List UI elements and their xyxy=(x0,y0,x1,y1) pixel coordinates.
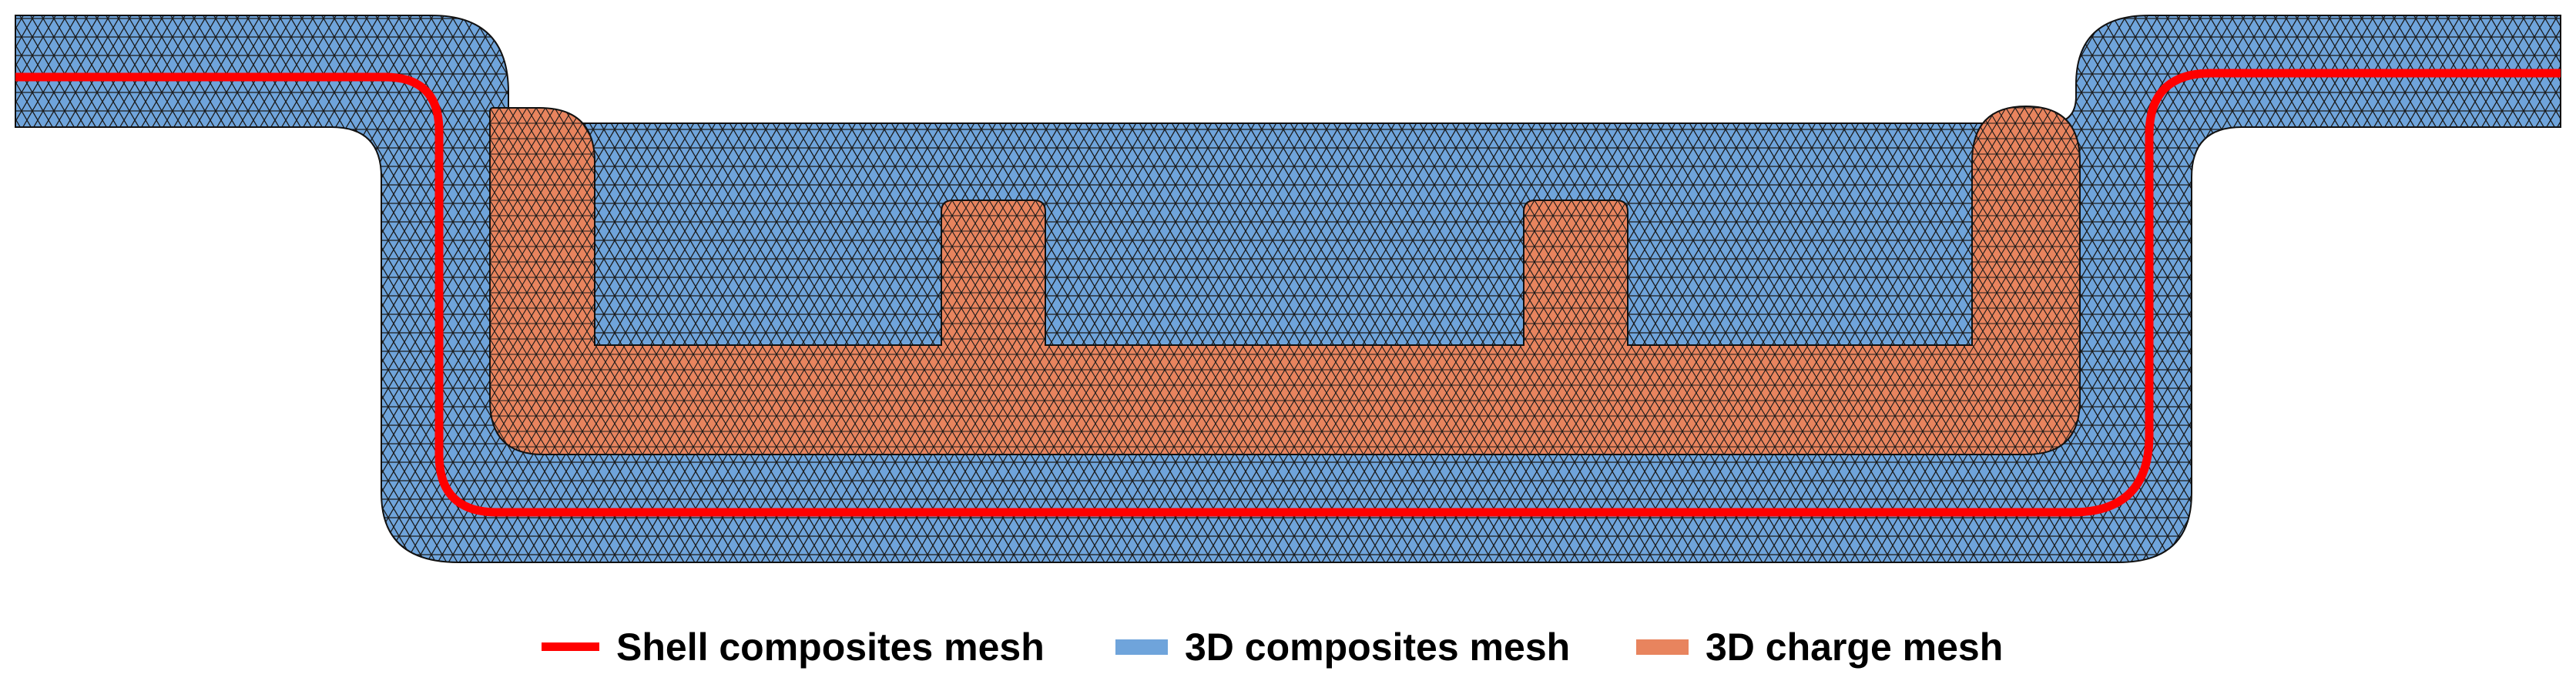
composites-mesh-region xyxy=(15,15,2561,563)
charge-mesh-region xyxy=(489,105,2081,455)
legend: Shell composites mesh 3D composites mesh… xyxy=(542,626,2003,669)
legend-label-shell: Shell composites mesh xyxy=(616,626,1045,669)
legend-label-composites: 3D composites mesh xyxy=(1185,626,1570,669)
shell-composites-line xyxy=(15,69,2561,517)
legend-swatch-composites xyxy=(1115,639,1168,655)
legend-swatch-charge xyxy=(1636,639,1689,655)
legend-swatch-shell xyxy=(542,642,599,651)
legend-label-charge: 3D charge mesh xyxy=(1706,626,2003,669)
